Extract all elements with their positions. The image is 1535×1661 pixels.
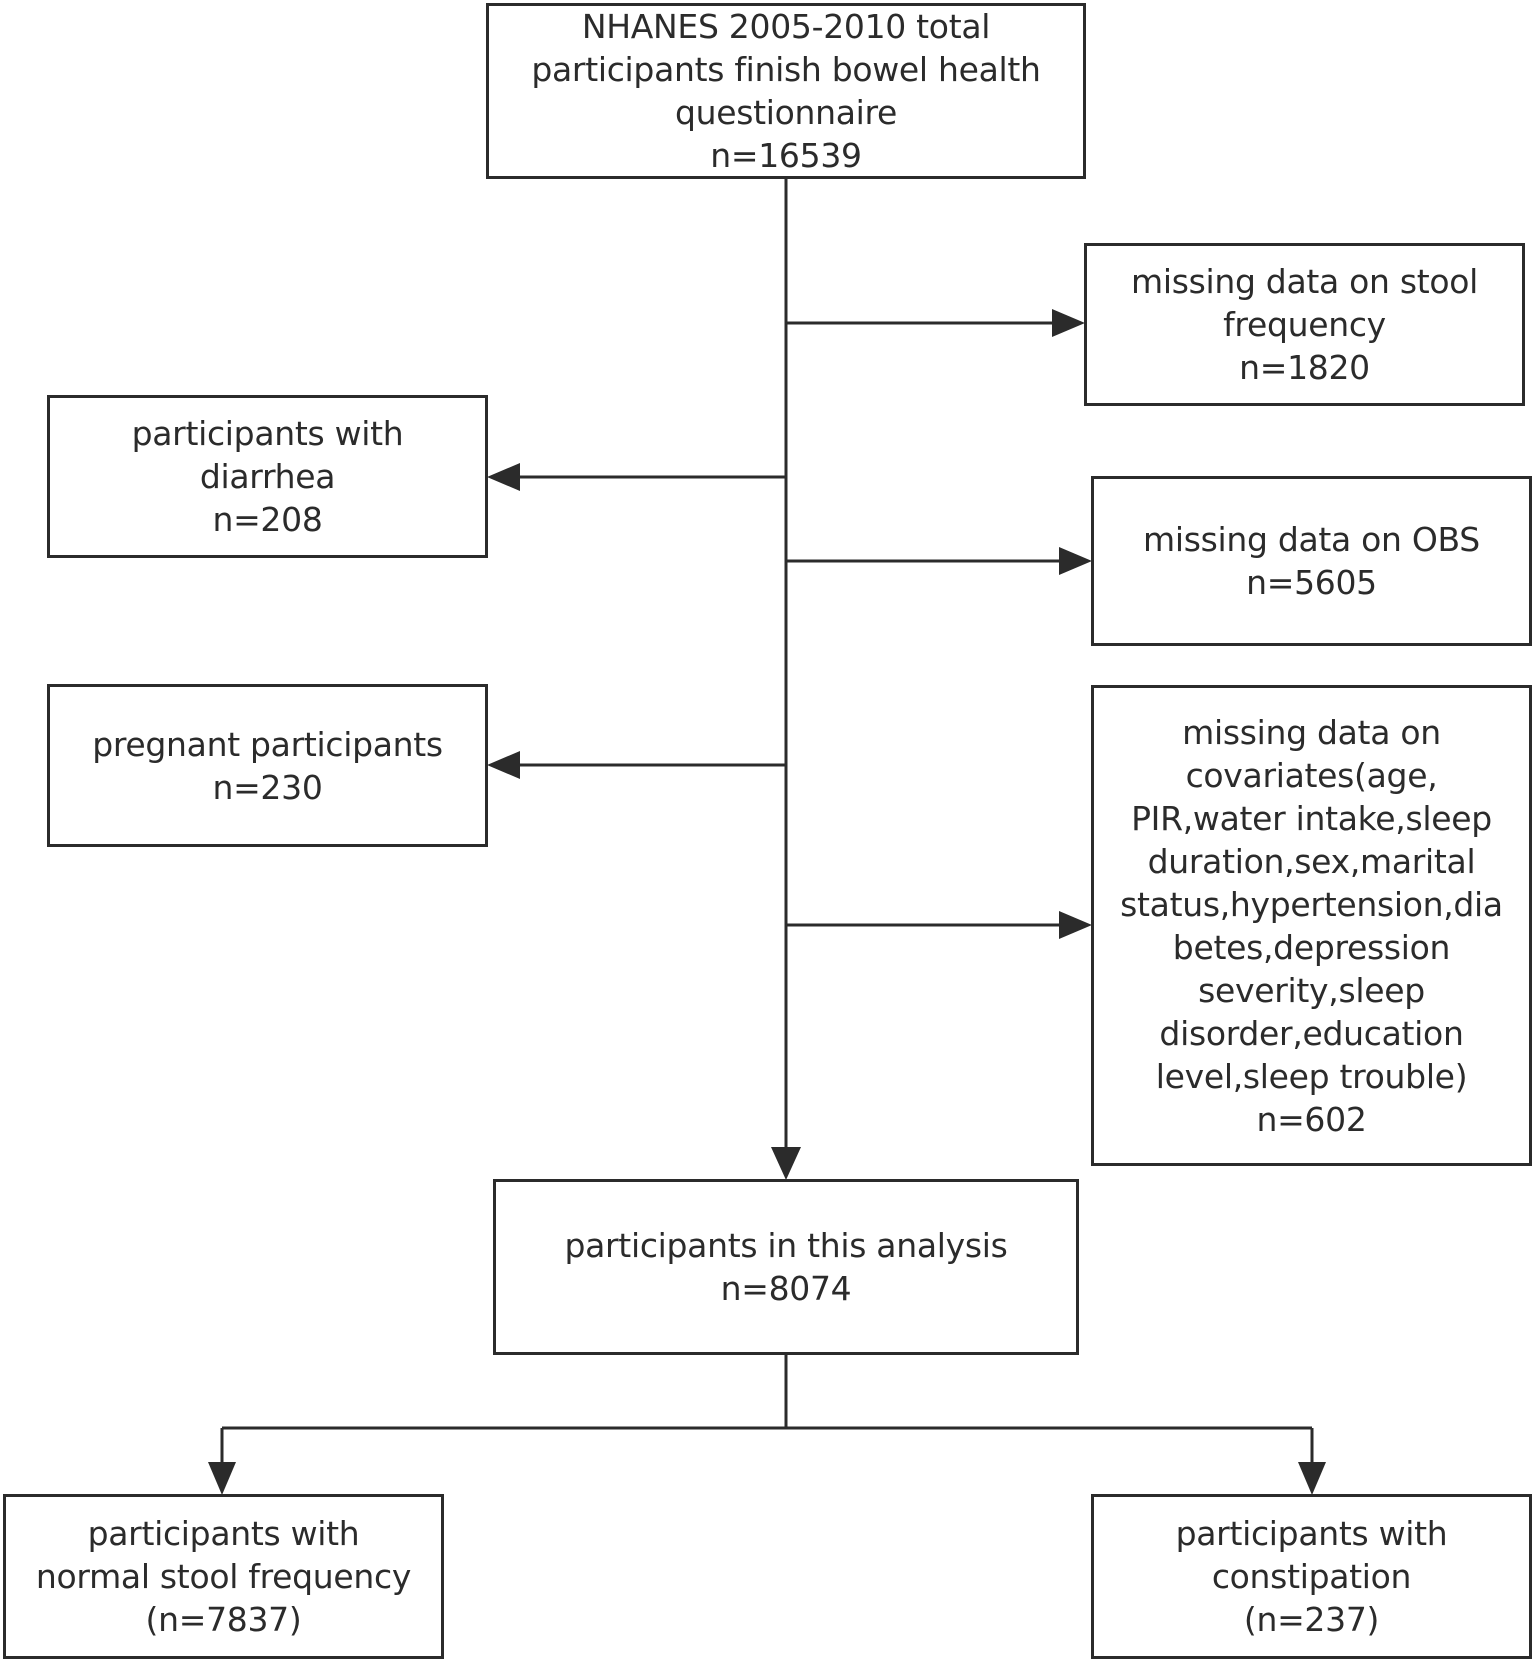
arrow-to-covariates-missing — [1059, 911, 1092, 939]
box-diarrhea: participants with diarrhea n=208 — [47, 395, 488, 558]
box-pregnant: pregnant participants n=230 — [47, 684, 488, 847]
box-total-participants-text: NHANES 2005-2010 total participants fini… — [531, 7, 1041, 175]
box-normal-stool-frequency-text: participants with normal stool frequency… — [35, 1514, 412, 1639]
arrow-to-normal — [208, 1462, 236, 1495]
box-missing-stool-frequency-text: missing data on stool frequency n=1820 — [1130, 262, 1479, 387]
box-total-participants: NHANES 2005-2010 total participants fini… — [486, 3, 1086, 179]
box-missing-stool-frequency: missing data on stool frequency n=1820 — [1084, 243, 1525, 406]
box-constipation: participants with constipation (n=237) — [1091, 1494, 1532, 1659]
arrow-to-obs-missing — [1059, 547, 1092, 575]
arrow-to-stool-missing — [1052, 309, 1085, 337]
box-constipation-text: participants with constipation (n=237) — [1175, 1514, 1448, 1639]
box-normal-stool-frequency: participants with normal stool frequency… — [3, 1494, 444, 1659]
box-diarrhea-text: participants with diarrhea n=208 — [131, 414, 404, 539]
box-missing-covariates-text: missing data on covariates(age, PIR,wate… — [1120, 712, 1503, 1139]
box-missing-obs: missing data on OBS n=5605 — [1091, 476, 1532, 646]
box-missing-covariates: missing data on covariates(age, PIR,wate… — [1091, 685, 1532, 1166]
box-analysis: participants in this analysis n=8074 — [493, 1179, 1079, 1355]
arrow-to-constipation — [1298, 1462, 1326, 1495]
box-pregnant-text: pregnant participants n=230 — [92, 724, 443, 807]
box-missing-obs-text: missing data on OBS n=5605 — [1143, 520, 1480, 602]
arrow-to-pregnant — [487, 751, 520, 779]
arrow-to-diarrhea — [487, 463, 520, 491]
arrow-to-analysis — [771, 1147, 801, 1180]
box-analysis-text: participants in this analysis n=8074 — [564, 1226, 1008, 1308]
